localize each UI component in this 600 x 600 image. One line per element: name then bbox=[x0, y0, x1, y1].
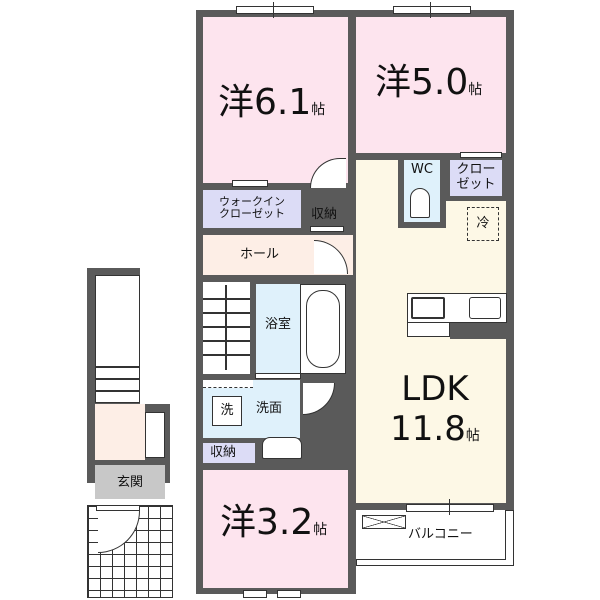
stair-step bbox=[95, 390, 140, 392]
balcony-label: バルコニー bbox=[408, 527, 473, 542]
bathroom-label: 浴室 bbox=[264, 317, 291, 332]
stair-step bbox=[95, 366, 140, 368]
storage-upper-label: 収納 bbox=[311, 207, 338, 222]
closet-label: クロー ゼット bbox=[456, 162, 496, 192]
closet-door[interactable] bbox=[460, 152, 502, 158]
window-mark bbox=[430, 2, 431, 18]
window-ldk-balcony bbox=[406, 504, 494, 512]
washbasin-icon bbox=[262, 437, 302, 459]
room-western-3-2[interactable] bbox=[203, 470, 348, 588]
window-western-5-0 bbox=[393, 6, 471, 14]
entrance-door[interactable] bbox=[96, 505, 140, 511]
stair-step bbox=[203, 354, 250, 356]
storage-lower-label: 収納 bbox=[210, 445, 237, 460]
washroom-label: 洗面 bbox=[256, 401, 283, 416]
closet[interactable] bbox=[450, 160, 502, 196]
kitchen-duct bbox=[450, 323, 508, 339]
bathroom[interactable] bbox=[256, 284, 300, 374]
balcony-drain-icon bbox=[362, 515, 406, 529]
walkin-closet-door[interactable] bbox=[232, 180, 268, 187]
laundry-shelf bbox=[203, 380, 253, 388]
room-western-5-0-label: 洋5.0帖 bbox=[375, 62, 483, 103]
stair-step bbox=[203, 298, 250, 300]
fridge-space: 冷 bbox=[467, 207, 499, 241]
bathtub-basin-icon bbox=[306, 290, 340, 368]
bathroom-door[interactable] bbox=[255, 373, 301, 379]
shoe-cabinet bbox=[145, 412, 165, 458]
stove-icon bbox=[469, 297, 501, 319]
kitchen-cabinet bbox=[407, 323, 450, 337]
washer-label: 洗 bbox=[220, 403, 234, 418]
room-western-6-1-label: 洋6.1帖 bbox=[218, 82, 326, 123]
storage-upper-door[interactable] bbox=[310, 226, 344, 232]
stair-arrow-icon bbox=[225, 285, 227, 370]
window-mark bbox=[449, 499, 450, 515]
washer-space bbox=[212, 396, 242, 426]
room-western-3-2-label: 洋3.2帖 bbox=[220, 502, 328, 543]
hall-label: ホール bbox=[240, 247, 280, 262]
window-western-3-2-right bbox=[277, 590, 301, 598]
stair-step bbox=[203, 312, 250, 314]
window-western-6-1 bbox=[236, 6, 314, 14]
stair-step bbox=[203, 340, 250, 342]
storage-lower[interactable] bbox=[203, 443, 255, 463]
kitchen-sink-icon bbox=[411, 297, 445, 319]
window-mark bbox=[273, 2, 274, 18]
room-western-6-1[interactable] bbox=[203, 17, 348, 183]
wc-label: WC bbox=[411, 162, 433, 177]
stair-step bbox=[203, 326, 250, 328]
entrance-label: 玄関 bbox=[116, 475, 143, 490]
entrance-stairs[interactable] bbox=[95, 275, 140, 403]
room-western-5-0[interactable] bbox=[356, 17, 506, 153]
walkin-closet[interactable] bbox=[203, 190, 301, 228]
room-ldk-label: LDK 11.8帖 bbox=[390, 369, 480, 449]
entrance[interactable] bbox=[95, 465, 165, 499]
entrance-landing bbox=[95, 404, 145, 460]
stair-step bbox=[95, 378, 140, 380]
toilet-icon bbox=[410, 188, 430, 218]
walkin-closet-label: ウォークイン クローゼット bbox=[219, 195, 285, 220]
window-western-3-2-left bbox=[243, 590, 267, 598]
stairs-interior[interactable] bbox=[203, 282, 250, 374]
